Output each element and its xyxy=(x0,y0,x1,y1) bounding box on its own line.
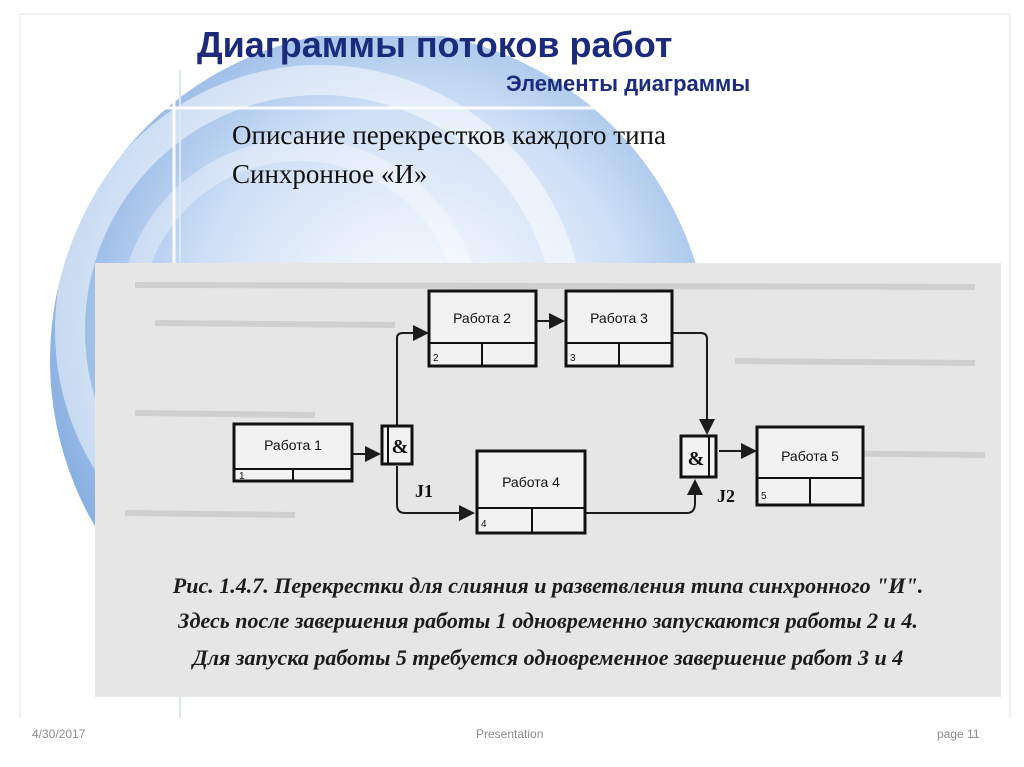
box-work-3: Работа 3 3 xyxy=(564,289,674,368)
slide-title: Диаграммы потоков работ xyxy=(197,24,673,65)
figure-caption-line-3: Для запуска работы 5 требуется одновреме… xyxy=(192,645,904,670)
box-label: Работа 2 xyxy=(453,310,511,326)
box-label: Работа 5 xyxy=(781,448,839,464)
footer-date: 4/30/2017 xyxy=(32,727,86,741)
box-number: 3 xyxy=(570,353,576,364)
junction-symbol: & xyxy=(688,448,705,470)
box-number: 1 xyxy=(239,471,245,482)
box-label: Работа 4 xyxy=(502,474,560,490)
footer-presentation: Presentation xyxy=(476,727,544,741)
box-work-2: Работа 2 2 xyxy=(427,289,538,368)
slide-subtitle: Элементы диаграммы xyxy=(506,71,751,96)
box-work-5: Работа 5 5 xyxy=(755,425,865,507)
link-j1-w2 xyxy=(396,325,429,443)
junction-label: J2 xyxy=(717,486,735,506)
junction-j1: & J1 xyxy=(380,424,433,501)
figure-caption-line-2: Здесь после завершения работы 1 одноврем… xyxy=(178,608,918,633)
box-label: Работа 3 xyxy=(590,310,648,326)
box-number: 4 xyxy=(481,519,487,530)
footer-page-number: page 11 xyxy=(937,727,980,741)
body-line-2: Синхронное «И» xyxy=(232,159,428,189)
idef3-diagram: Работа 1 1 Работа 2 2 Работа 3 3 Работа … xyxy=(124,282,986,535)
body-line-1: Описание перекрестков каждого типа xyxy=(232,120,666,150)
junction-label: J1 xyxy=(415,481,433,501)
scanned-figure: Работа 1 1 Работа 2 2 Работа 3 3 Работа … xyxy=(95,263,1001,697)
figure-caption-line-1: Рис. 1.4.7. Перекрестки для слияния и ра… xyxy=(172,573,924,598)
box-number: 2 xyxy=(433,353,439,364)
link-w3-j2 xyxy=(672,332,715,435)
box-work-4: Работа 4 4 xyxy=(475,449,587,535)
junction-symbol: & xyxy=(392,436,409,458)
link-w4-j2 xyxy=(585,479,703,514)
junction-j2: & J2 xyxy=(679,434,735,506)
link-j1-w4 xyxy=(396,466,475,521)
box-work-1: Работа 1 1 xyxy=(232,422,354,483)
box-number: 5 xyxy=(761,491,767,502)
box-label: Работа 1 xyxy=(264,437,322,453)
